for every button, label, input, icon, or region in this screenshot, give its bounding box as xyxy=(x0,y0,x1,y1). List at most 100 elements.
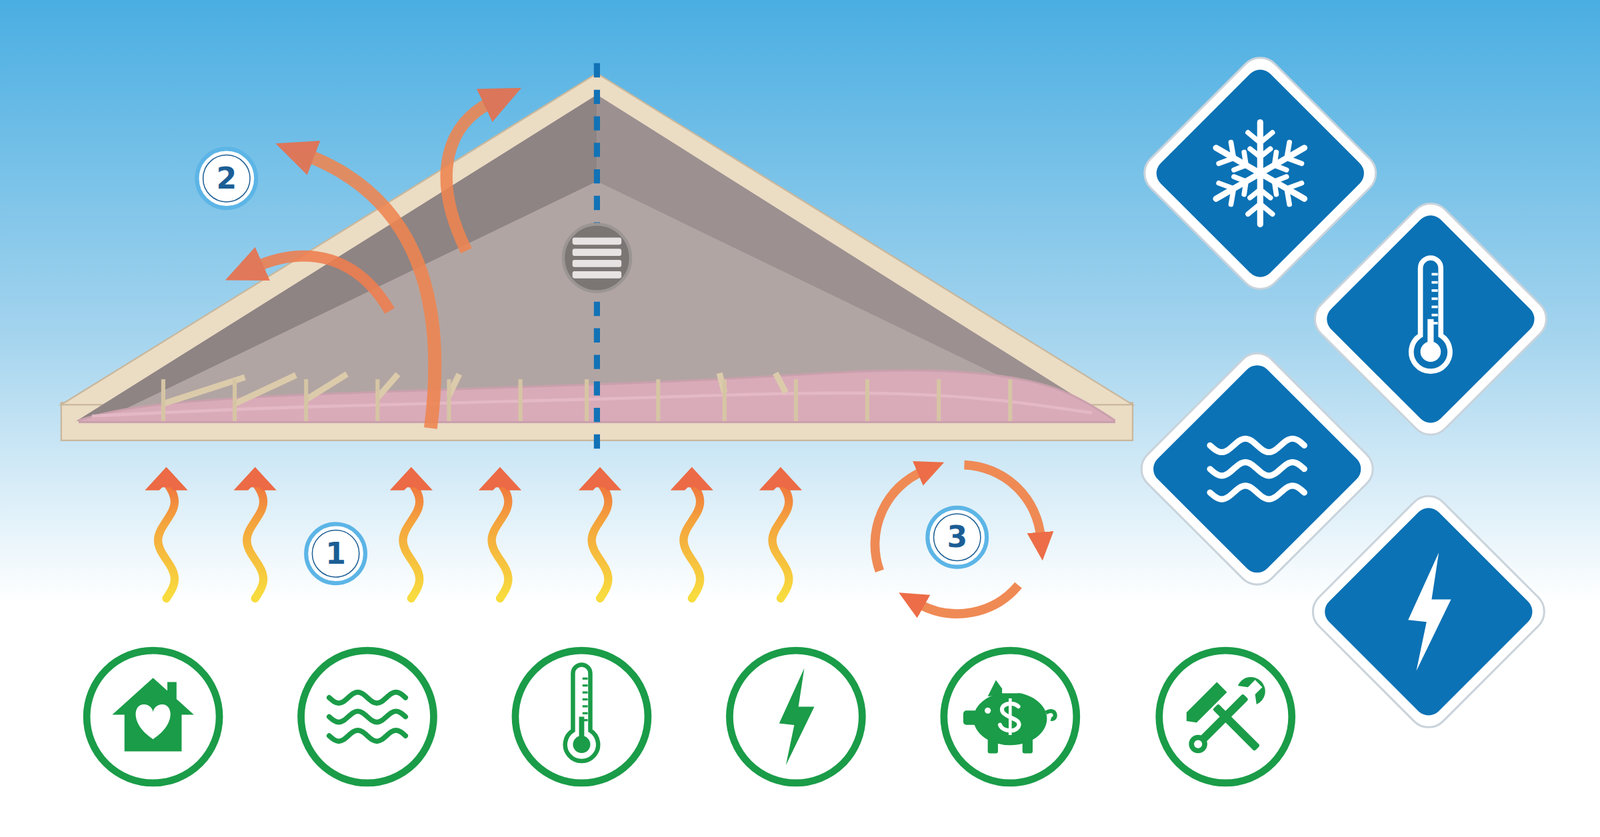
thermometer-tick xyxy=(582,678,588,680)
diamond-fill xyxy=(1320,209,1540,429)
circle-outline xyxy=(1159,650,1292,784)
lightning-bolt xyxy=(1408,552,1451,671)
circulation-arrow xyxy=(874,471,924,572)
thermometer-tick xyxy=(1431,306,1438,309)
benefit-circle xyxy=(301,650,434,784)
heat-wave-arrow xyxy=(144,467,188,599)
pig-tail xyxy=(1046,711,1056,720)
heat-wave-arrow xyxy=(390,467,433,599)
callout-number: 3 xyxy=(946,520,968,554)
spoke xyxy=(1257,122,1264,174)
heat-wave xyxy=(772,482,789,599)
wave-line xyxy=(1210,438,1304,452)
circle-outline xyxy=(515,650,648,784)
heat-arrowhead xyxy=(670,467,714,491)
house-shape xyxy=(112,678,194,752)
diamond-icon xyxy=(1411,258,1450,372)
condition-icons xyxy=(1133,49,1556,736)
circle-outline xyxy=(86,650,220,784)
diamond-fill xyxy=(1150,64,1370,284)
diamond-icon xyxy=(1210,438,1304,500)
callout-number-holder: 2 xyxy=(216,164,237,194)
ceiling-joist xyxy=(518,379,523,422)
wrench-handle xyxy=(1198,694,1249,745)
circle-icon xyxy=(1181,671,1271,770)
heat-loss-arrow xyxy=(255,256,390,311)
heat-wave-arrow xyxy=(759,467,802,599)
roof-board xyxy=(306,374,347,400)
circle-icon xyxy=(329,692,406,742)
pig-body xyxy=(973,692,1047,746)
callout-inner-ring xyxy=(203,155,250,202)
callout-circle xyxy=(306,524,366,584)
vent-slat xyxy=(572,271,622,279)
circle-icon xyxy=(112,678,194,752)
ceiling-joist xyxy=(375,379,380,422)
ceiling-joist xyxy=(584,379,589,422)
air-circulation-arrows xyxy=(874,465,1041,614)
pig-leg xyxy=(1022,737,1033,754)
ceiling-joist xyxy=(865,379,870,422)
rising-heat xyxy=(144,467,802,599)
vent-slat xyxy=(572,248,622,256)
ceiling-joist xyxy=(304,379,308,422)
heat-wave xyxy=(492,482,509,599)
diamond-icon xyxy=(1408,552,1451,671)
diamond-border xyxy=(1133,345,1382,594)
callout-number-holder: 1 xyxy=(325,539,346,569)
diamond-shape xyxy=(1306,195,1555,444)
callout-circle xyxy=(927,508,987,568)
callout-inner-ring xyxy=(312,530,359,578)
callout-number: 1 xyxy=(325,536,346,571)
thermometer-tick xyxy=(582,712,588,715)
callout-circles xyxy=(196,148,987,584)
spoke-branch xyxy=(1248,190,1273,215)
benefit-circle xyxy=(944,650,1077,784)
wrench-jaw xyxy=(1237,671,1272,706)
benefit-circle xyxy=(729,650,862,784)
insulation-texture xyxy=(92,393,1092,416)
spoke-branch xyxy=(1248,132,1273,158)
condition-diamond xyxy=(1304,488,1553,736)
thermometer-shape xyxy=(565,664,598,762)
thermometer-tick xyxy=(582,705,588,708)
ceiling-joist xyxy=(161,379,166,422)
heat-wave xyxy=(246,482,264,599)
heat-loss-arrow xyxy=(446,102,492,251)
circle-outline xyxy=(944,650,1077,784)
snowflake-spoke xyxy=(1210,137,1267,184)
thermometer-tick xyxy=(582,719,588,722)
circulation-arrow xyxy=(918,585,1019,614)
callout-circle xyxy=(196,148,256,208)
pig-ear xyxy=(988,680,1007,696)
ceiling-joist xyxy=(794,379,798,422)
diamond-border xyxy=(1136,49,1384,298)
pig-eye xyxy=(984,708,991,714)
benefit-circle xyxy=(86,650,220,784)
vent-slat xyxy=(572,260,622,268)
heat-arrowhead xyxy=(578,467,622,491)
pig-leg xyxy=(988,737,998,754)
heat-wave-arrow xyxy=(478,467,522,599)
thermometer-tick xyxy=(1431,314,1438,317)
condition-diamond xyxy=(1133,345,1382,594)
roof-vent xyxy=(563,224,631,292)
heat-wave-arrow xyxy=(578,467,622,599)
diamond-fill xyxy=(1318,502,1538,722)
spoke xyxy=(1257,173,1264,224)
diamond-fill xyxy=(1147,359,1367,579)
wrench-hole xyxy=(1192,738,1204,750)
callout-number: 2 xyxy=(216,161,237,196)
diamond-shape xyxy=(1136,49,1384,298)
wave-line xyxy=(1210,462,1304,476)
circle-icon xyxy=(963,680,1056,754)
pig-snout xyxy=(963,710,978,725)
thermometer-outline xyxy=(565,664,598,762)
circle-icon xyxy=(779,668,815,766)
roof-board xyxy=(775,373,786,393)
diamond-border xyxy=(1304,488,1553,736)
thermometer-tick xyxy=(1431,281,1438,284)
thermometer-tick xyxy=(1431,322,1438,325)
circle-icon xyxy=(565,664,598,762)
